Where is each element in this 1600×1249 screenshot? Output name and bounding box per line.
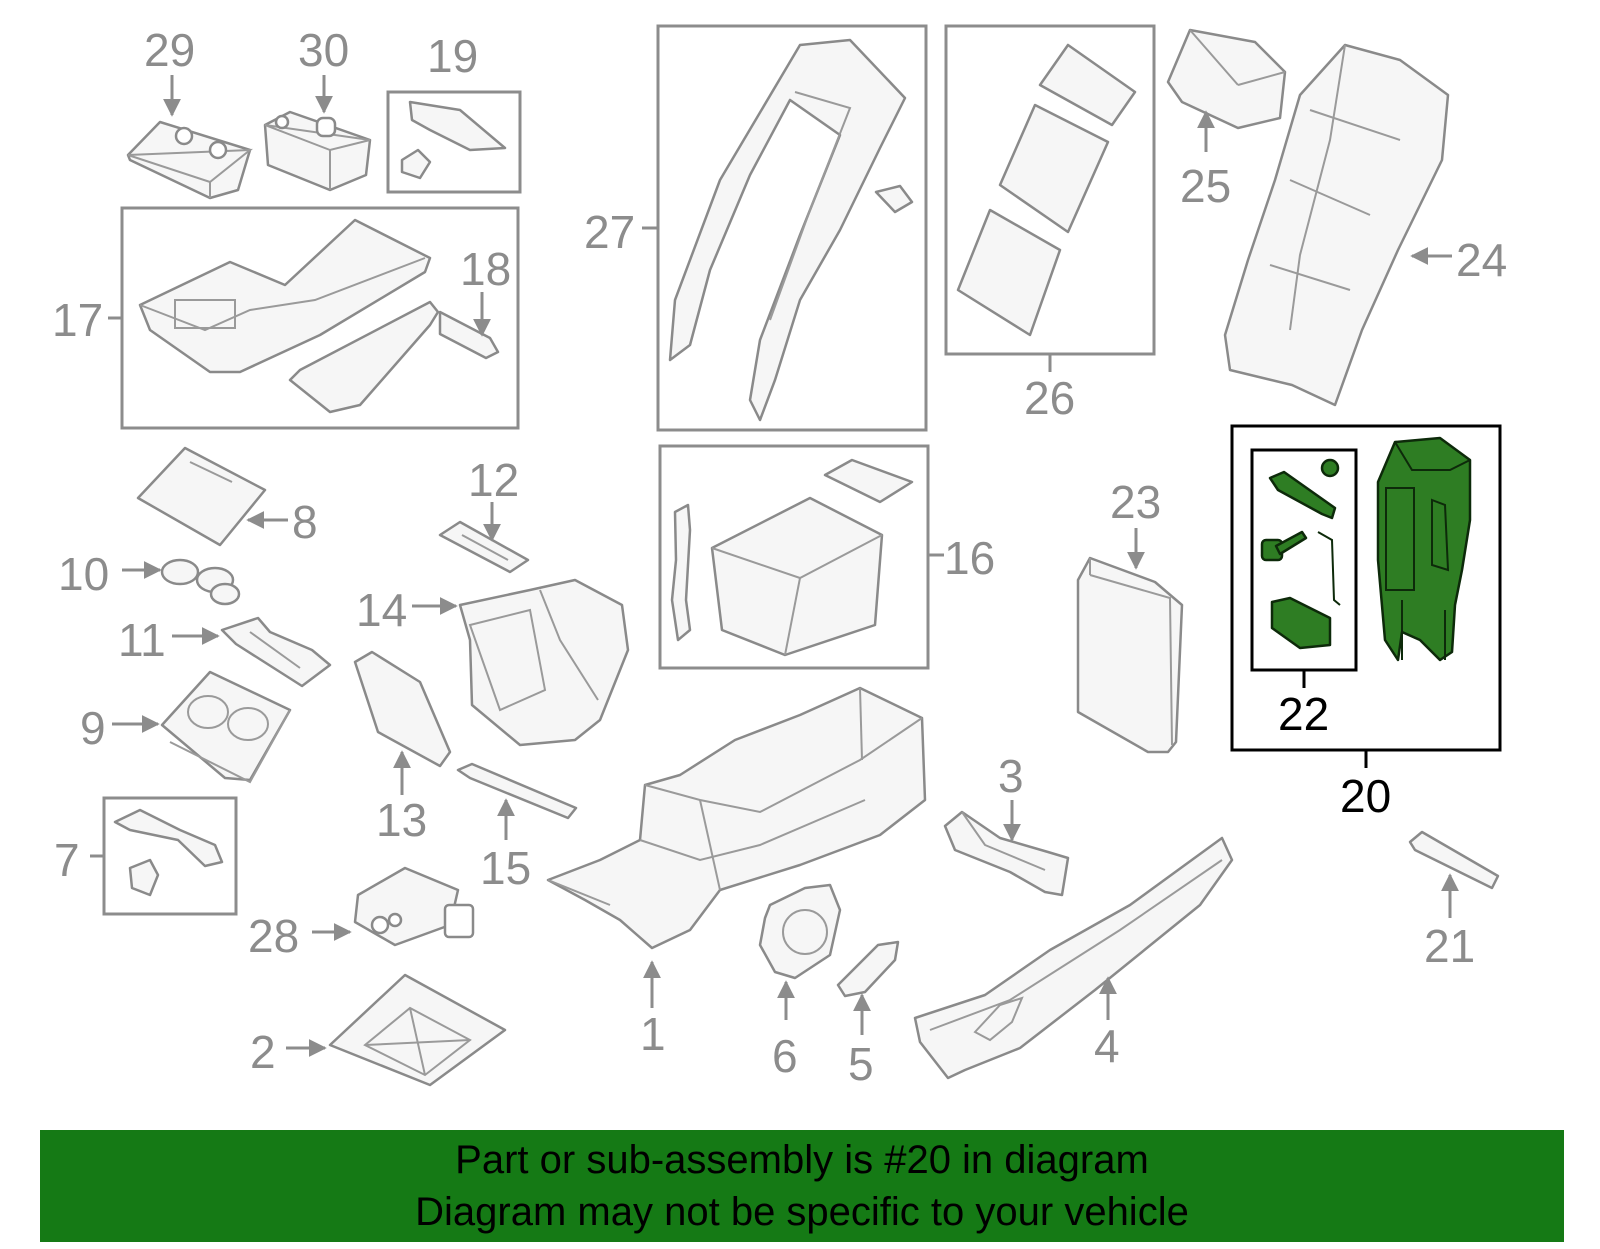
part-6-shape <box>758 883 842 980</box>
callout-21-label: 21 <box>1424 920 1475 972</box>
callout-12-label: 12 <box>468 454 519 506</box>
callout-16-label: 16 <box>944 532 995 584</box>
callout-24-label: 24 <box>1456 234 1507 286</box>
part-26-shape <box>956 43 1137 337</box>
part-7-shape <box>113 808 224 897</box>
callout-26-label: 26 <box>1024 372 1075 424</box>
callout-14-label: 14 <box>356 584 407 636</box>
part-2-shape <box>328 973 507 1087</box>
callout-20-label: 20 <box>1340 770 1391 822</box>
part-28-shape <box>353 866 475 947</box>
part-5-shape <box>836 940 900 998</box>
part-1-shape <box>546 686 927 950</box>
part-13-shape <box>353 650 452 768</box>
part-27-shape <box>668 38 914 422</box>
callout-30-label: 30 <box>298 24 349 76</box>
callout-5-label: 5 <box>848 1038 874 1090</box>
part-8-shape <box>136 446 267 547</box>
callout-22-label: 22 <box>1278 688 1329 740</box>
part-3-shape <box>943 810 1070 897</box>
part-22-shape <box>1260 458 1341 650</box>
callout-19-label: 19 <box>427 30 478 82</box>
part-24-shape <box>1223 43 1450 407</box>
part-25-shape <box>1166 28 1287 130</box>
callout-10-label: 10 <box>58 548 109 600</box>
part-10-shape <box>160 558 241 606</box>
callout-28-label: 28 <box>248 910 299 962</box>
callout-2-label: 2 <box>250 1026 276 1078</box>
info-banner: Part or sub-assembly is #20 in diagram D… <box>40 1130 1564 1242</box>
callout-4-label: 4 <box>1094 1020 1120 1072</box>
part-30-shape <box>263 110 372 192</box>
callout-13-label: 13 <box>376 794 427 846</box>
callout-16-box <box>658 444 930 670</box>
part-20-shape <box>1376 436 1472 662</box>
part-17-shape <box>138 218 500 414</box>
callout-7-label: 7 <box>54 834 80 886</box>
part-9-shape <box>160 670 292 784</box>
part-4-shape <box>913 836 1234 1080</box>
callout-18-label: 18 <box>460 243 511 295</box>
callout-27-label: 27 <box>584 206 635 258</box>
part-15-shape <box>456 762 578 820</box>
banner-line-1: Part or sub-assembly is #20 in diagram <box>455 1138 1149 1182</box>
callout-15-label: 15 <box>480 842 531 894</box>
callout-17-label: 17 <box>52 294 103 346</box>
callout-9-label: 9 <box>80 702 106 754</box>
part-19-shape <box>400 100 507 180</box>
callout-25-label: 25 <box>1180 160 1231 212</box>
part-16-shape <box>670 458 914 657</box>
callout-6-label: 6 <box>772 1030 798 1082</box>
part-21-shape <box>1408 830 1500 890</box>
callout-23-label: 23 <box>1110 476 1161 528</box>
part-23-shape <box>1076 556 1184 754</box>
callout-3-label: 3 <box>998 750 1024 802</box>
part-11-shape <box>220 616 332 688</box>
banner-line-2: Diagram may not be specific to your vehi… <box>415 1190 1189 1234</box>
part-14-shape <box>458 578 630 747</box>
callout-19-box <box>386 90 522 194</box>
callout-8-label: 8 <box>292 496 318 548</box>
callout-29-label: 29 <box>144 24 195 76</box>
callout-11-label: 11 <box>118 614 166 666</box>
part-29-shape <box>126 120 254 200</box>
part-12-shape <box>438 520 530 574</box>
callout-1-label: 1 <box>640 1008 666 1060</box>
